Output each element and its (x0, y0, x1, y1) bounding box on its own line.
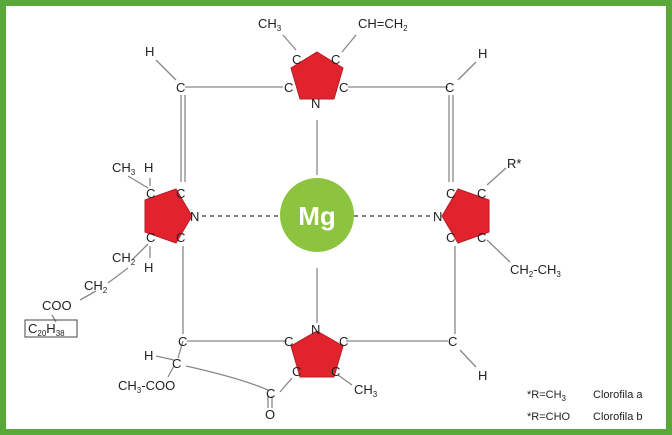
c-keto: C (266, 386, 275, 401)
ethyl-label: CH2-CH3 (510, 262, 561, 279)
phytyl-label: C20H38 (28, 321, 65, 338)
left-h1: H (144, 160, 153, 175)
bottom-ch3-label: CH3 (354, 382, 378, 399)
phytyl-box (24, 319, 78, 338)
c-ester-left: C (172, 356, 181, 371)
ch2-2-label: CH2 (84, 278, 108, 295)
ring-left-c4: C (176, 230, 185, 245)
ring-right-c3: C (446, 230, 455, 245)
ring-top-n: N (311, 96, 320, 111)
ring-bottom-c4: C (331, 364, 340, 379)
h-top-left: H (145, 44, 154, 59)
ring-left-c2: C (176, 186, 185, 201)
c-top-right: C (445, 80, 454, 95)
magnesium-atom (280, 178, 354, 252)
h-bottom-left: H (144, 348, 153, 363)
pyrrole-ring-right (441, 188, 490, 244)
pyrrole-ring-top (290, 51, 344, 100)
h-bottom-right: H (478, 368, 487, 383)
top-ch3-label: CH3 (258, 16, 282, 33)
c-bottom-left: C (178, 334, 187, 349)
ring-right-c4: C (477, 230, 486, 245)
ring-left-n: N (190, 209, 199, 224)
pyrrole-ring-bottom (290, 330, 344, 378)
ring-bottom-c2: C (339, 334, 348, 349)
ring-top-c4: C (339, 80, 348, 95)
ring-right-n: N (433, 209, 442, 224)
mg-label: Mg (298, 201, 336, 231)
ester-label: CH3-COO (118, 378, 175, 395)
left-ch2-label: CH2 (112, 250, 136, 267)
pyrrole-ring-left (144, 188, 193, 244)
bond-lines (51, 34, 511, 408)
ring-right-c2: C (477, 186, 486, 201)
ring-top-c1: C (292, 52, 301, 67)
r-star-label: R* (507, 156, 521, 171)
o-keto: O (265, 407, 275, 422)
c-bottom-right: C (448, 334, 457, 349)
coo-label: COO (42, 298, 72, 313)
ring-bottom-n: N (311, 322, 320, 337)
ring-right-c1: C (446, 186, 455, 201)
ring-left-c1: C (146, 186, 155, 201)
ring-left-c3: C (146, 230, 155, 245)
ring-bottom-c3: C (292, 364, 301, 379)
ring-top-c3: C (284, 80, 293, 95)
ring-bottom-c1: C (284, 334, 293, 349)
vinyl-label: CH=CH2 (358, 16, 408, 33)
h-top-right: H (478, 46, 487, 61)
left-ch3-label: CH3 (112, 160, 136, 177)
left-h2: H (144, 260, 153, 275)
ring-top-c2: C (331, 52, 340, 67)
c-top-left: C (176, 80, 185, 95)
